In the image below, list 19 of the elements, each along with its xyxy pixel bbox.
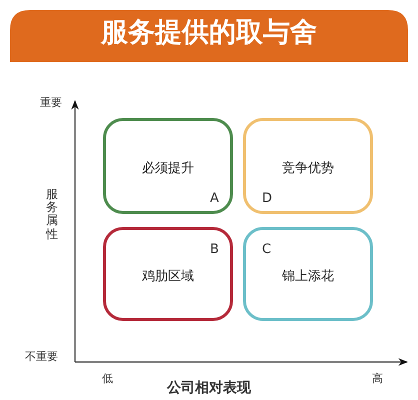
quadrant-label: 鸡肋区域 [142,269,194,284]
axis-title: 服务属性 [46,188,58,241]
quadrant-box [243,118,373,214]
quadrant-label: 竞争优势 [282,161,334,176]
title: 服务提供的取与舍 [101,17,317,48]
quadrant-box [243,227,373,321]
axis-end-label: 高 [372,372,383,385]
quadrant-box [103,118,233,214]
quadrant-letter: C [262,242,272,257]
axis-end-label: 重要 [40,96,62,109]
quadrant-letter: D [262,191,272,206]
quadrant-letter: B [210,242,219,257]
quadrant-box [103,227,233,321]
quadrant-label: 必须提升 [142,161,194,176]
quadrant-letter: A [210,191,219,206]
quadrant-label: 锦上添花 [282,269,334,284]
axis-title: 公司相对表现 [167,380,251,396]
axis-end-label: 不重要 [25,350,58,363]
axis-end-label: 低 [102,372,113,385]
